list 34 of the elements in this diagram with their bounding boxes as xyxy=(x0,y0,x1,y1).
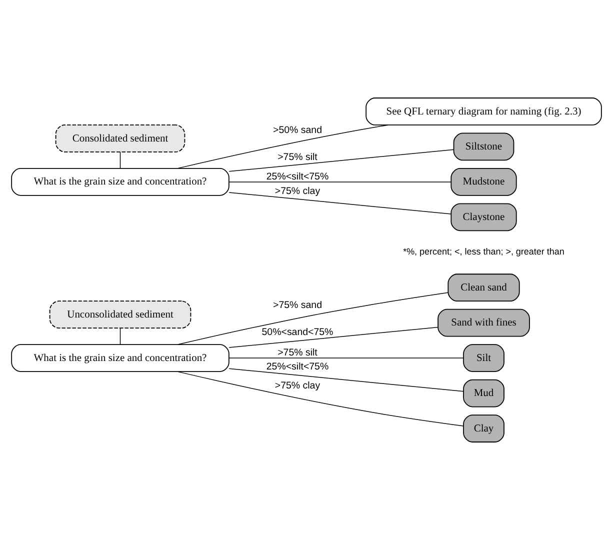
connector xyxy=(176,124,389,168)
edge-label: >75% sand xyxy=(273,300,322,311)
node-box: Sand with fines xyxy=(438,308,530,336)
connector xyxy=(177,292,448,344)
edge-label: >50% sand xyxy=(273,124,322,136)
node-box: What is the grain size and concentration? xyxy=(11,344,230,372)
edge-label: >75% clay xyxy=(274,186,320,197)
connector xyxy=(228,148,454,172)
node-box: Silt xyxy=(463,344,504,372)
node-box: Mudstone xyxy=(450,168,517,196)
node-box: Siltstone xyxy=(453,132,514,160)
connector xyxy=(176,370,464,426)
edge-label: >75% clay xyxy=(274,380,320,391)
connector xyxy=(228,357,464,358)
connector xyxy=(120,151,121,168)
node-box: Consolidated sediment xyxy=(55,124,186,152)
edge-label: 25%<silt<75% xyxy=(266,361,329,372)
label: *%, percent; <, less than; >, greater than xyxy=(403,246,564,256)
node-box: Claystone xyxy=(450,202,517,231)
node-box: What is the grain size and concentration? xyxy=(11,168,230,196)
node-box: Mud xyxy=(463,378,504,407)
edge-label: 25%<silt<75% xyxy=(266,170,329,182)
connector xyxy=(228,192,452,214)
node-box: Clay xyxy=(463,414,504,442)
connector xyxy=(228,368,464,392)
connector xyxy=(228,181,452,182)
connector xyxy=(228,326,438,348)
edge-label: >75% silt xyxy=(278,346,318,358)
edge-label: >75% silt xyxy=(278,151,318,162)
connector xyxy=(120,327,121,344)
node-box: Clean sand xyxy=(448,273,520,302)
node-box: See QFL ternary diagram for naming (fig. 2.3) xyxy=(366,97,602,125)
edge-label: 50%<sand<75% xyxy=(262,326,334,338)
node-box: Unconsolidated sediment xyxy=(49,300,192,328)
